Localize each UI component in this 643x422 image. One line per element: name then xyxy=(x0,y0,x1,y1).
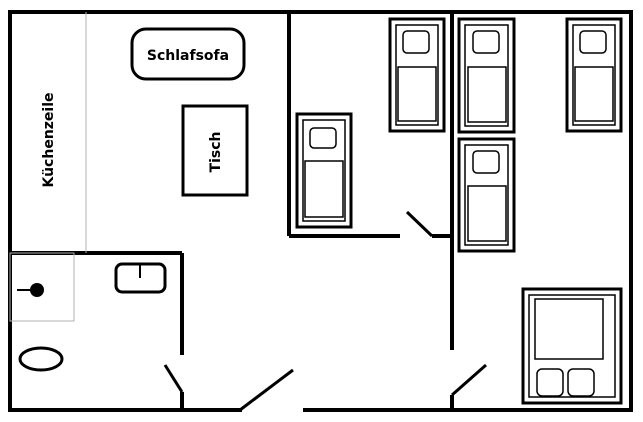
table: Tisch xyxy=(181,104,249,197)
bathroom xyxy=(9,252,167,372)
kitchen-counter: Küchenzeile xyxy=(41,12,87,253)
pillow xyxy=(472,150,500,174)
pillow xyxy=(402,30,430,54)
bed-1 xyxy=(295,112,353,229)
bathroom-door xyxy=(163,364,184,393)
shower-area xyxy=(9,252,75,322)
shower-drain-icon xyxy=(30,283,44,297)
blanket xyxy=(467,185,507,242)
double-bed xyxy=(521,287,623,405)
kitchen-label: Küchenzeile xyxy=(41,92,57,187)
outer-walls xyxy=(8,10,633,412)
blanket xyxy=(534,298,604,360)
bed-5 xyxy=(457,137,516,253)
blanket xyxy=(304,160,344,218)
bedroom-door xyxy=(405,210,434,238)
blanket xyxy=(574,66,614,122)
sofa-label: Schlafsofa xyxy=(147,48,229,64)
pillow xyxy=(579,30,607,54)
bed-4 xyxy=(565,17,623,133)
toilet xyxy=(18,346,64,372)
blanket xyxy=(397,66,437,122)
right-room-door xyxy=(451,363,487,397)
entrance-door xyxy=(239,368,294,412)
sofa: Schlafsofa xyxy=(130,27,246,81)
bed-3 xyxy=(457,17,516,134)
table-label: Tisch xyxy=(208,132,224,173)
bed-2 xyxy=(388,17,446,133)
pillow xyxy=(309,127,337,149)
blanket xyxy=(467,66,507,123)
pillow xyxy=(472,30,500,54)
pillow-left xyxy=(536,368,564,397)
doors xyxy=(163,210,487,412)
pillow-right xyxy=(567,368,595,397)
